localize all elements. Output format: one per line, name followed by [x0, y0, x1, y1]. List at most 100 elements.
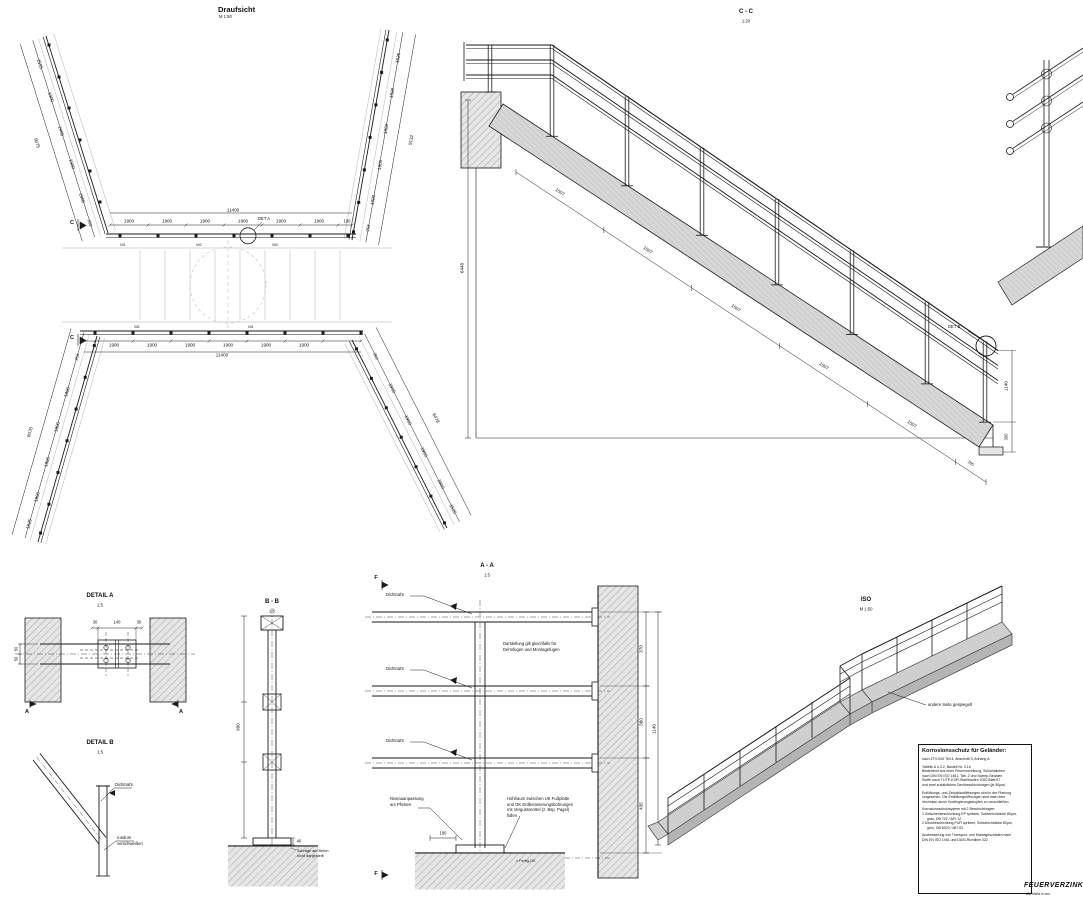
stamp-fine-print: Alle Maße in mm — [1026, 892, 1050, 896]
dim-label: 1900 — [108, 342, 120, 348]
dim-label: 30 — [92, 619, 98, 625]
section-bb-scale: 1:5 — [269, 608, 275, 614]
bb-note-line: Schräge am Beton — [297, 849, 329, 853]
iso-title: ISO — [860, 597, 872, 603]
weld-note: Dichtnaht — [115, 782, 133, 787]
plan-railing-lines — [37, 29, 448, 543]
dim-total-label: 1140 — [651, 724, 657, 734]
plan-title: Draufsicht — [218, 5, 256, 14]
aa-leaders — [410, 595, 521, 849]
post-type-label: M3 — [272, 243, 278, 247]
weld-note: Dichtnaht — [386, 592, 404, 597]
corrosion-box-line: 1 Zwischenbeschichtung EP spritzen, Soll… — [922, 811, 1017, 816]
corrosion-box-line: und zwei zusätzlichen Deckbeschichtungen… — [922, 782, 1006, 787]
section-marker-c: C — [70, 335, 74, 341]
aa-wall — [597, 585, 639, 879]
dim-label: 6448 — [459, 262, 465, 274]
dim-label: 1900 — [298, 342, 310, 348]
iso-mirror-note: andere Seite gespiegelt — [928, 702, 973, 707]
section-marker-a: A — [179, 709, 183, 715]
dim-label: 1900 — [313, 218, 325, 224]
dim-label: 1900 — [275, 218, 287, 224]
corrosion-box-line: Verzinken durch Knetlegierungsstopfen zu… — [922, 799, 1010, 804]
section-cc-scale: 1:20 — [741, 18, 751, 24]
cc-rails — [463, 42, 999, 385]
section-marker-c: C — [70, 220, 74, 226]
section-marker-a: A — [25, 709, 29, 715]
dim-label: 1900 — [184, 342, 196, 348]
corrosion-box-line: nach ZTV-ING Teil 4, Abschnitt 3, Anhang… — [922, 757, 991, 761]
aa-hohlraum-note: füllen — [507, 812, 518, 818]
detail-a-section-markers — [29, 700, 179, 708]
plan-view-drawing — [11, 28, 472, 545]
dim-label: 1900 — [237, 218, 249, 224]
section-bb-title: B - B — [265, 599, 279, 605]
section-cc-title: C - C — [739, 9, 753, 15]
dim-label: 435 — [638, 802, 644, 810]
plan-section-markers — [77, 219, 87, 346]
bb-note-line: nicht dargestellt — [297, 854, 324, 858]
detail-a-title: DETAIL A — [86, 593, 114, 599]
cc-posts — [484, 45, 991, 423]
dim-label: 1900 — [222, 342, 234, 348]
cc-dimension-lines — [465, 99, 1016, 485]
detail-a-dimensions — [18, 626, 144, 665]
section-marker-f: F — [374, 575, 378, 581]
weld-note-line: rundum — [117, 835, 132, 840]
galvanized-stamp: FEUERVERZINKT — [1024, 882, 1083, 889]
detail-b-callout: DET B — [948, 324, 961, 329]
dim-label: 40 — [296, 838, 302, 844]
dim-label: 1140 — [1003, 381, 1009, 391]
weld-note: Dichtnaht — [386, 666, 404, 671]
dim-label: 1900 — [123, 218, 135, 224]
aa-niveau-note: Niveauanpassung — [390, 796, 424, 801]
corrosion-box-line: grau, DB 702 / 687.12 — [927, 816, 962, 821]
dim-label: 1900 — [161, 218, 173, 224]
dim-label: 30 — [136, 619, 142, 625]
corrosion-box-line: Korrosionsschutzsystem mit 2 Beschichtun… — [922, 807, 996, 812]
cc-ramp-slab — [488, 103, 994, 448]
aa-hohlraum-note: Hohlraum zwischen UK Fußplatte — [507, 796, 570, 801]
aa-post — [455, 600, 505, 884]
iso-railing-lower — [667, 665, 851, 834]
corrosion-box-line: Bestehend aus einer Feuerverzinkung, Sch… — [922, 769, 1005, 774]
dim-total-label: 11400 — [215, 352, 229, 358]
aa-hohlraum-note: und OK Erdbetonierungsbohrungen — [507, 801, 574, 807]
iso-scale: M 1:50 — [859, 606, 873, 612]
dim-label: 370 — [638, 645, 644, 653]
aa-level-note: ≈ Fertig-OK — [516, 859, 536, 863]
plan-detail-a-leader — [253, 221, 263, 231]
post-type-label: M2 — [134, 325, 140, 329]
dim-label: 990 — [235, 723, 241, 731]
dim-label: 1900 — [199, 218, 211, 224]
section-cc-drawing — [460, 42, 1016, 485]
aa-fugen-note: Dehnfugen und Montagefugen — [503, 646, 560, 652]
section-aa-title: A - A — [480, 563, 494, 569]
plan-background-construction — [29, 28, 455, 545]
dim-label: 1900 — [260, 342, 272, 348]
section-marker-f: F — [374, 871, 378, 877]
dim-label: 1900 — [146, 342, 158, 348]
corrosion-box-line: 2 Deckbeschichtung PUR spritzen, Sollsch… — [922, 821, 1013, 826]
aa-rails — [365, 607, 610, 773]
aa-section-markers — [381, 580, 389, 880]
section-aa-drawing — [365, 580, 662, 890]
iso-view-drawing — [647, 585, 1013, 846]
dim-label: 140 — [113, 619, 121, 625]
aa-dimension-lines — [429, 611, 662, 854]
dim-label: 360 — [638, 718, 644, 726]
detail-b-title: DETAIL B — [86, 740, 114, 746]
aa-niveau-note: am Pfosten — [390, 801, 412, 807]
dim-label: 50 — [13, 646, 19, 652]
section-aa-scale: 1:5 — [484, 572, 490, 578]
detail-a-callout: DET A — [258, 216, 271, 221]
weld-note-line: verschweißen — [117, 840, 143, 846]
cc-detail-b-circle — [975, 335, 997, 357]
corrosion-box-line: Ausbesserung von Transport- und Montages… — [922, 833, 1012, 838]
iso-note-leader — [887, 691, 927, 706]
corrosion-protection-box: Korrosionsschutz für Geländer: nach ZTV-… — [918, 744, 1032, 894]
dim-label: 180 — [439, 830, 447, 836]
detail-b-drawing — [32, 753, 134, 877]
aa-fugen-note: Darstellung gilt gleichfalls für — [503, 641, 557, 646]
